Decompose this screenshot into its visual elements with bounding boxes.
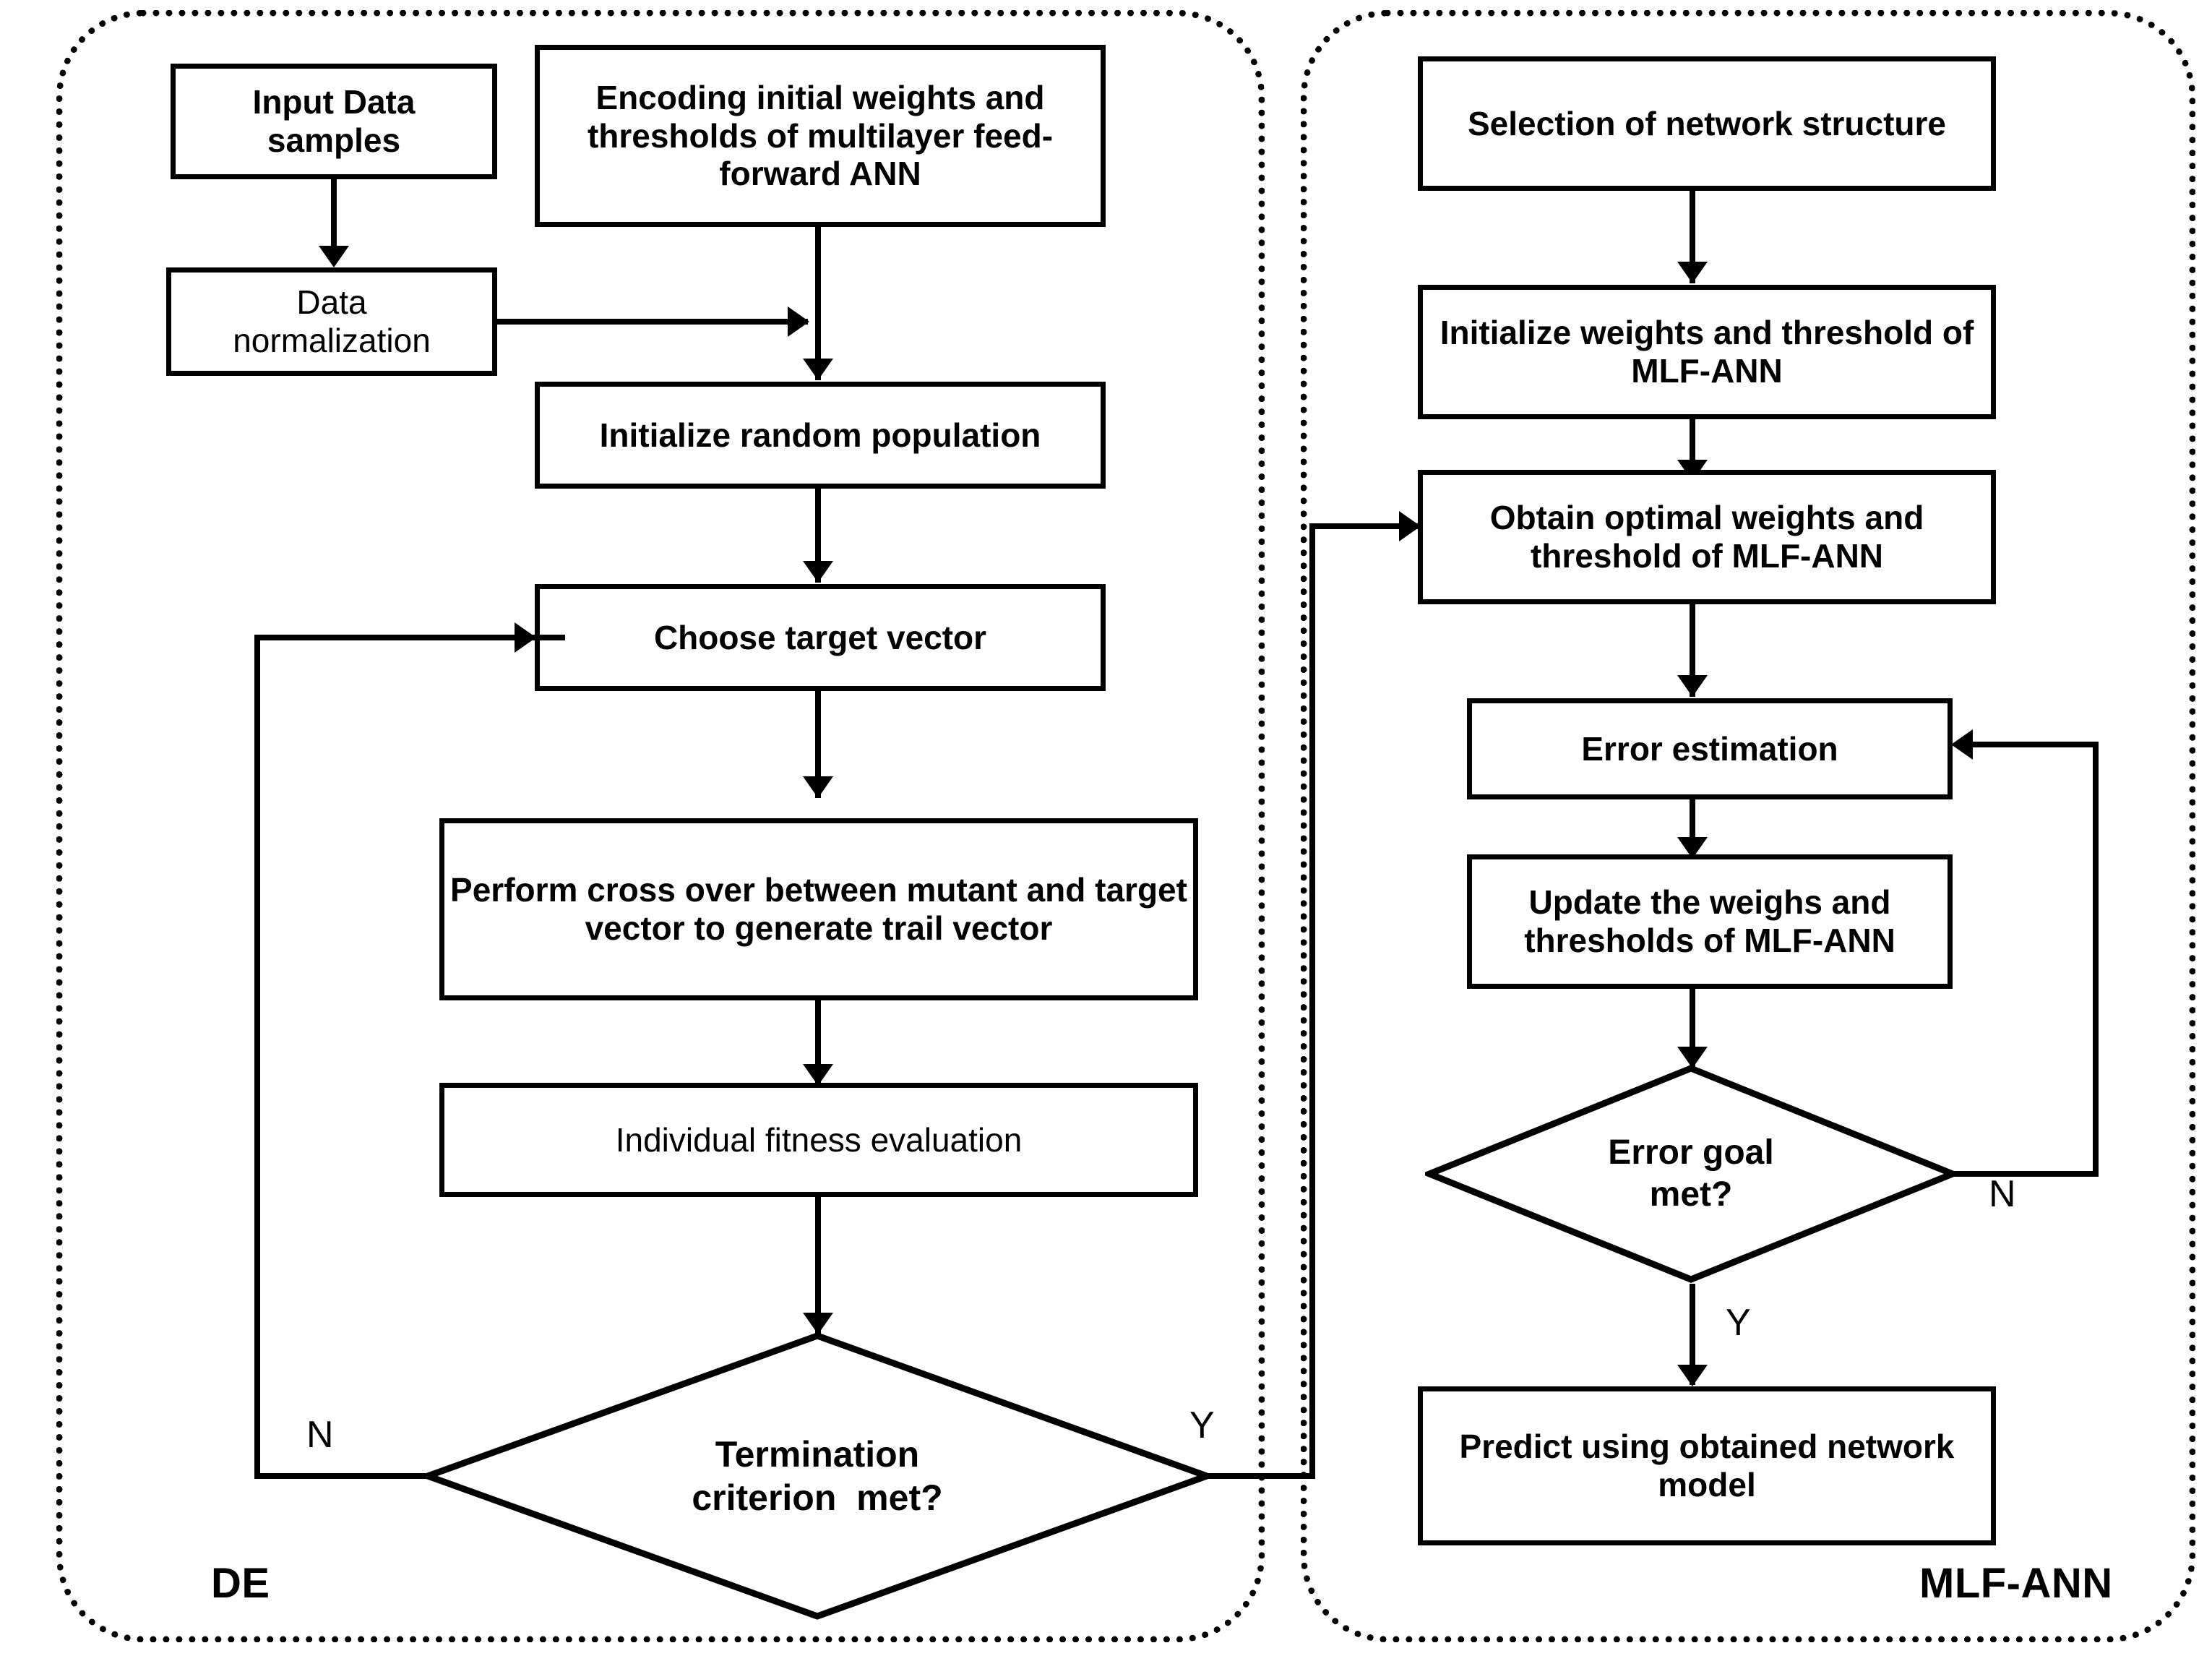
arrowhead-errorgoal-yes	[1677, 1365, 1708, 1386]
panel-de-label: DE	[211, 1560, 270, 1607]
node-predict-label: Predict using obtained network model	[1459, 1428, 1955, 1503]
branch-label-termination-no: N	[306, 1414, 334, 1456]
node-choose-target-label: Choose target vector	[653, 618, 987, 656]
node-selection: Selection of network structure	[1418, 56, 1996, 191]
edge-input-to-normalization	[331, 179, 337, 252]
branch-label-errorgoal-yes: Y	[1726, 1302, 1751, 1344]
edge-normalization-to-main	[497, 319, 808, 325]
edge-initialize-to-obtain	[1690, 419, 1695, 481]
node-encoding: Encoding initial weights and thresholds …	[535, 45, 1106, 227]
panel-mlf-ann-label: MLF-ANN	[1919, 1560, 2113, 1607]
node-update-weights: Update the weighs and thresholds of MLF-…	[1467, 854, 1953, 989]
node-choose-target: Choose target vector	[535, 584, 1106, 691]
node-crossover-label: Perform cross over between mutant and ta…	[450, 871, 1187, 947]
node-predict: Predict using obtained network model	[1418, 1386, 1996, 1545]
edge-termination-yes-right	[1208, 1473, 1315, 1479]
node-selection-label: Selection of network structure	[1467, 104, 1946, 142]
edge-choose-to-crossover	[815, 691, 821, 798]
arrowhead-input-to-normalization	[319, 246, 349, 267]
arrowhead-selection-to-initialize	[1677, 262, 1708, 283]
edge-encoding-to-initpop	[815, 227, 821, 380]
panel-de	[56, 10, 1265, 1642]
node-obtain-optimal: Obtain optimal weights and threshold of …	[1418, 470, 1996, 604]
edge-termination-yes-up	[1309, 523, 1315, 1476]
arrowhead-termination-no	[515, 622, 536, 653]
edge-crossover-to-fitness	[815, 1000, 821, 1086]
edge-errorgoal-yes	[1690, 1284, 1695, 1385]
edge-errorgoal-no-up	[2093, 742, 2099, 1174]
arrowhead-initpop-to-choose	[803, 561, 833, 583]
node-init-population: Initialize random population	[535, 382, 1106, 489]
edge-termination-no-to-choose	[254, 635, 565, 640]
edge-selection-to-initialize	[1690, 191, 1695, 283]
node-update-weights-label: Update the weighs and thresholds of MLF-…	[1524, 883, 1895, 959]
edge-errorgoal-no-to-error	[1971, 742, 2096, 747]
node-initialize-weights-label: Initialize weights and threshold of MLF-…	[1439, 314, 1974, 390]
edge-initpop-to-choose	[815, 489, 821, 583]
arrowhead-obtain-to-error	[1677, 675, 1708, 697]
edge-termination-no-up	[254, 635, 260, 1476]
node-encoding-label: Encoding initial weights and thresholds …	[587, 78, 1054, 193]
arrowhead-choose-to-crossover	[803, 776, 833, 798]
panel-mlf-ann	[1301, 10, 2195, 1642]
edge-errorgoal-no-right	[1953, 1171, 2099, 1177]
edge-obtain-to-error	[1690, 604, 1695, 697]
branch-label-errorgoal-no: N	[1989, 1173, 2016, 1215]
arrowhead-normalization-to-main	[788, 306, 809, 337]
edge-fitness-to-termination	[815, 1197, 821, 1334]
node-error-estimation: Error estimation	[1467, 698, 1953, 799]
node-obtain-optimal-label: Obtain optimal weights and threshold of …	[1489, 499, 1924, 575]
node-fitness: Individual fitness evaluation	[439, 1083, 1198, 1197]
edge-error-to-update	[1690, 799, 1695, 859]
arrowhead-encoding-to-initpop	[803, 359, 833, 380]
edge-termination-yes-to-obtain	[1309, 523, 1425, 529]
edge-update-to-errorgoal	[1690, 989, 1695, 1068]
edge-termination-no-left	[254, 1473, 428, 1479]
node-initialize-weights: Initialize weights and threshold of MLF-…	[1418, 285, 1996, 419]
arrowhead-crossover-to-fitness	[803, 1064, 833, 1086]
node-crossover: Perform cross over between mutant and ta…	[439, 818, 1198, 1000]
node-fitness-label: Individual fitness evaluation	[615, 1120, 1023, 1159]
node-error-estimation-label: Error estimation	[1581, 729, 1838, 768]
arrowhead-fitness-to-termination	[803, 1313, 833, 1334]
arrowhead-update-to-errorgoal	[1677, 1047, 1708, 1068]
node-init-population-label: Initialize random population	[599, 416, 1041, 454]
arrowhead-errorgoal-no	[1951, 729, 1973, 760]
arrowhead-termination-yes	[1399, 511, 1421, 541]
branch-label-termination-yes: Y	[1189, 1404, 1215, 1446]
